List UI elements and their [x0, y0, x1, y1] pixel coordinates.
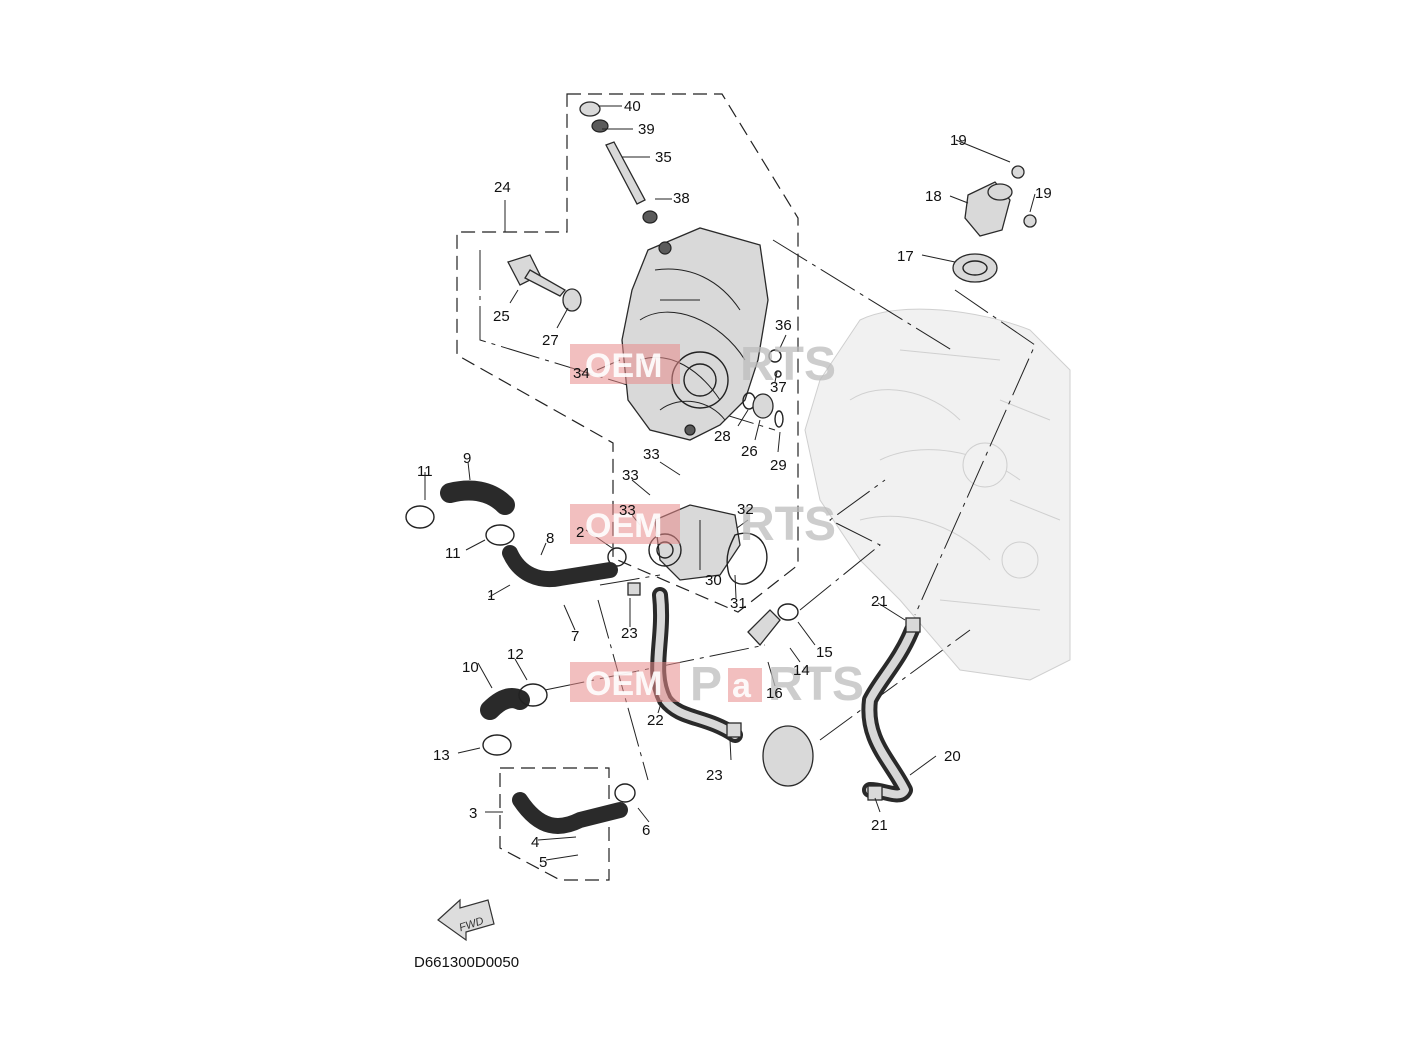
callout-33a: 33	[643, 446, 660, 463]
callout-33c: 33	[619, 502, 636, 519]
callout-29: 29	[770, 457, 787, 474]
callout-34: 34	[573, 365, 590, 382]
watermark-rts: RTS	[768, 658, 864, 711]
callout-40: 40	[624, 98, 641, 115]
callout-4: 4	[531, 834, 539, 851]
callout-numbers: 1 2 3 4 5 6 7 8 9 10 11 11 12 13 14 15 1…	[417, 98, 1052, 871]
callout-30: 30	[705, 572, 722, 589]
callout-17: 17	[897, 248, 914, 265]
callout-23b: 23	[706, 767, 723, 784]
callout-13: 13	[433, 747, 450, 764]
callout-16: 16	[766, 685, 783, 702]
callout-25: 25	[493, 308, 510, 325]
watermark-p: P	[690, 658, 722, 711]
watermark-2: OEM RTS	[570, 498, 836, 551]
top-small-parts	[579, 101, 658, 224]
callout-5: 5	[539, 854, 547, 871]
callout-3: 3	[469, 805, 477, 822]
callout-14: 14	[793, 662, 810, 679]
callout-21a: 21	[871, 593, 888, 610]
callout-10: 10	[462, 659, 479, 676]
watermark-oem: OEM	[585, 507, 662, 545]
callout-31: 31	[730, 595, 747, 612]
callout-23a: 23	[621, 625, 638, 642]
watermark-oem: OEM	[585, 347, 662, 385]
callout-32: 32	[737, 501, 754, 518]
callout-27: 27	[542, 332, 559, 349]
assembly-outline-3	[499, 767, 610, 881]
callout-7: 7	[571, 628, 579, 645]
callout-39: 39	[638, 121, 655, 138]
callout-9: 9	[463, 450, 471, 467]
callout-2: 2	[576, 524, 584, 541]
watermark-3: OEM P a RTS	[570, 658, 864, 711]
callout-26: 26	[741, 443, 758, 460]
callout-18: 18	[925, 188, 942, 205]
callout-12: 12	[507, 646, 524, 663]
callout-8: 8	[546, 530, 554, 547]
callout-20: 20	[944, 748, 961, 765]
watermark-a: a	[732, 667, 752, 705]
callout-11b: 11	[445, 545, 461, 562]
callout-37: 37	[770, 379, 787, 396]
callout-1: 1	[487, 587, 495, 604]
assembly-outline-24	[456, 93, 799, 613]
clamps	[405, 505, 921, 803]
callout-28: 28	[714, 428, 731, 445]
diagram-code: D661300D0050	[414, 954, 519, 971]
callout-11a: 11	[417, 463, 433, 480]
callout-35: 35	[655, 149, 672, 166]
engine-block-ghost	[804, 308, 1071, 681]
seals	[742, 349, 784, 428]
callout-19b: 19	[1035, 185, 1052, 202]
callout-33b: 33	[622, 467, 639, 484]
thermostat-housing	[952, 165, 1037, 283]
callout-38: 38	[673, 190, 690, 207]
watermark-rts: RTS	[740, 498, 836, 551]
watermark-rts: RTS	[740, 338, 836, 391]
fwd-arrow: FWD	[437, 898, 495, 942]
watermark-1: OEM RTS	[570, 338, 836, 391]
impeller-shaft	[507, 254, 582, 312]
callout-22: 22	[647, 712, 664, 729]
callout-24: 24	[494, 179, 511, 196]
watermark-oem: OEM	[585, 665, 662, 703]
callout-19a: 19	[950, 132, 967, 149]
callout-21b: 21	[871, 817, 888, 834]
callout-6: 6	[642, 822, 650, 839]
callout-36: 36	[775, 317, 792, 334]
callout-15: 15	[816, 644, 833, 661]
